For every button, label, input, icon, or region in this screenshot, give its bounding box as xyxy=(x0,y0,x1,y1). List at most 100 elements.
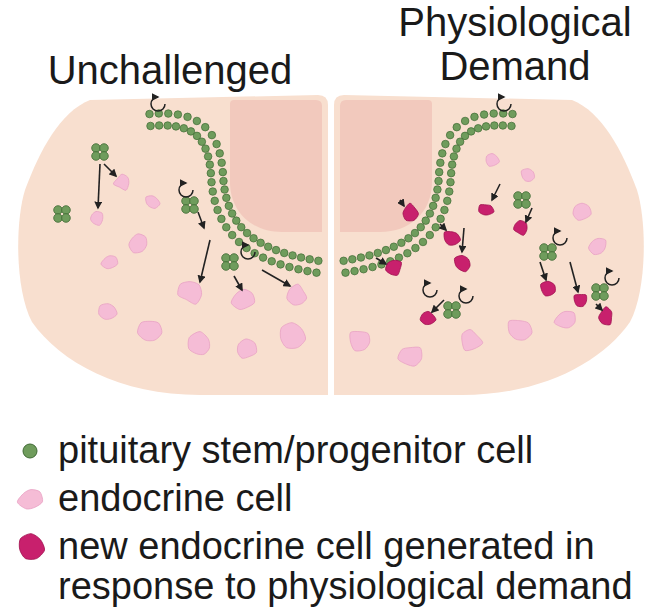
stem-cell xyxy=(222,254,231,263)
endocrine-cell xyxy=(521,169,534,182)
stem-cell xyxy=(92,144,101,153)
new-endocrine-cell xyxy=(386,260,402,275)
legend-endocrine-cell xyxy=(17,490,42,509)
differentiation-arrow xyxy=(234,276,242,290)
differentiation-arrow xyxy=(526,208,532,222)
legend-icons xyxy=(17,444,44,559)
stem-cell xyxy=(243,229,251,237)
stem-cell xyxy=(221,186,229,194)
stem-cell xyxy=(490,110,498,118)
differentiation-arrow xyxy=(262,270,290,286)
stem-cell-cluster xyxy=(54,206,71,223)
stem-cell xyxy=(447,178,455,186)
stem-cell xyxy=(442,140,450,148)
stem-cell xyxy=(540,252,549,261)
stem-cell xyxy=(277,261,285,269)
stem-cell xyxy=(448,161,456,169)
stem-cell xyxy=(444,302,453,311)
anterior-lobe-left xyxy=(18,95,328,395)
self-renewal-arrow xyxy=(151,97,165,111)
stem-cell xyxy=(297,254,305,262)
stem-cell xyxy=(264,243,272,251)
cleft-guide xyxy=(150,119,326,268)
stem-cell xyxy=(198,138,206,146)
endocrine-cell xyxy=(91,211,103,225)
stem-cell xyxy=(432,194,440,202)
endocrine-cell xyxy=(508,320,532,340)
differentiation-arrow xyxy=(200,240,210,282)
stem-cell xyxy=(600,292,609,301)
stem-cell xyxy=(456,138,464,146)
stem-cell xyxy=(366,252,374,260)
legend-text: endocrine cell xyxy=(58,478,656,518)
stem-cell xyxy=(286,263,294,271)
stem-cell xyxy=(435,168,443,176)
stem-cell xyxy=(202,145,210,153)
self-renewal-arrow xyxy=(423,283,437,297)
stem-cell xyxy=(592,284,601,293)
stem-cell xyxy=(219,168,227,176)
stem-cell xyxy=(453,123,461,131)
stem-cell xyxy=(230,254,239,263)
stem-cell xyxy=(190,197,199,206)
stem-cell xyxy=(445,188,453,196)
legend-stem-cell xyxy=(23,444,37,458)
posterior-lobe-right xyxy=(340,100,432,232)
endocrine-cell xyxy=(280,323,305,349)
stem-cell xyxy=(172,123,180,131)
stem-cell xyxy=(208,178,216,186)
stem-cell xyxy=(432,223,440,231)
stem-cell xyxy=(357,254,365,262)
stem-cell xyxy=(220,177,228,185)
stem-cell xyxy=(223,194,231,202)
stem-cell-cluster xyxy=(514,192,531,209)
stem-cell xyxy=(230,262,239,271)
stem-cell xyxy=(474,124,482,132)
stem-cell xyxy=(222,223,230,231)
stem-cell xyxy=(514,200,523,209)
new-endocrine-cell xyxy=(514,220,527,235)
stem-cell xyxy=(443,197,451,205)
endocrine-cell xyxy=(589,238,606,254)
stem-cell xyxy=(437,215,445,223)
anterior-lobe-right xyxy=(334,95,644,395)
new-endocrine-cell xyxy=(403,203,418,221)
stem-cell xyxy=(218,215,226,223)
stem-cell xyxy=(164,122,172,130)
self-renewal-arrow xyxy=(241,245,255,259)
stem-cell xyxy=(491,122,499,130)
stem-cell-cluster xyxy=(222,254,239,271)
stem-cell xyxy=(382,246,390,254)
self-renewal-arrow xyxy=(553,231,567,245)
endocrine-cell xyxy=(137,321,161,340)
differentiation-arrow xyxy=(400,200,404,206)
cleft-guide xyxy=(336,119,512,268)
endocrine-cell xyxy=(287,284,307,305)
differentiation-arrow xyxy=(462,228,464,252)
endocrine-cell xyxy=(462,329,483,350)
stem-cell xyxy=(600,284,609,293)
stem-cell xyxy=(450,153,458,161)
stem-cell xyxy=(257,239,265,247)
legend-text: new endocrine cell generated in response… xyxy=(58,526,656,606)
stem-cell xyxy=(204,153,212,161)
stem-cell xyxy=(54,206,63,215)
stem-cell xyxy=(548,252,557,261)
endocrine-cell xyxy=(573,203,591,220)
stem-cell xyxy=(508,122,516,130)
differentiation-arrow xyxy=(540,262,546,280)
stem-cell xyxy=(232,217,240,225)
endocrine-cell xyxy=(146,196,160,209)
endocrine-cell xyxy=(554,311,575,328)
stem-cell xyxy=(193,117,201,125)
stem-cell xyxy=(280,249,288,257)
stem-cell xyxy=(250,234,258,242)
stem-cell xyxy=(398,239,406,247)
stem-cell xyxy=(471,113,479,121)
differentiation-arrow xyxy=(98,164,100,208)
stem-cell xyxy=(422,217,430,225)
posterior-lobe-left xyxy=(230,100,322,232)
stem-cell xyxy=(304,267,312,275)
stem-cell xyxy=(206,161,214,169)
stem-cell xyxy=(438,150,446,158)
